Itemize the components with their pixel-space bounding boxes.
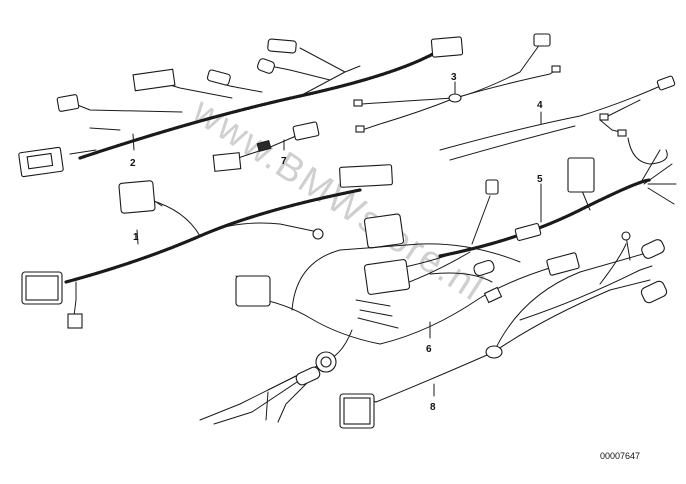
harness-2 — [18, 36, 464, 178]
harness-1 — [21, 164, 393, 329]
label-6: 6 — [426, 344, 432, 355]
part-7 — [212, 121, 320, 172]
document-number: 00007647 — [600, 451, 640, 461]
harness-8 — [339, 231, 668, 429]
harness-6 — [199, 243, 580, 425]
harness-4 — [439, 75, 676, 165]
label-3: 3 — [451, 72, 457, 83]
part-labels: 1 2 3 4 5 6 7 8 — [130, 72, 543, 413]
label-5: 5 — [537, 174, 543, 185]
label-7: 7 — [281, 156, 287, 167]
label-8: 8 — [430, 402, 436, 413]
harness-5 — [363, 149, 677, 295]
label-2: 2 — [130, 158, 136, 169]
label-4: 4 — [537, 100, 543, 111]
harness-3 — [353, 33, 561, 133]
label-1: 1 — [133, 232, 139, 243]
watermark: www.BMWstore.nl — [184, 90, 491, 310]
